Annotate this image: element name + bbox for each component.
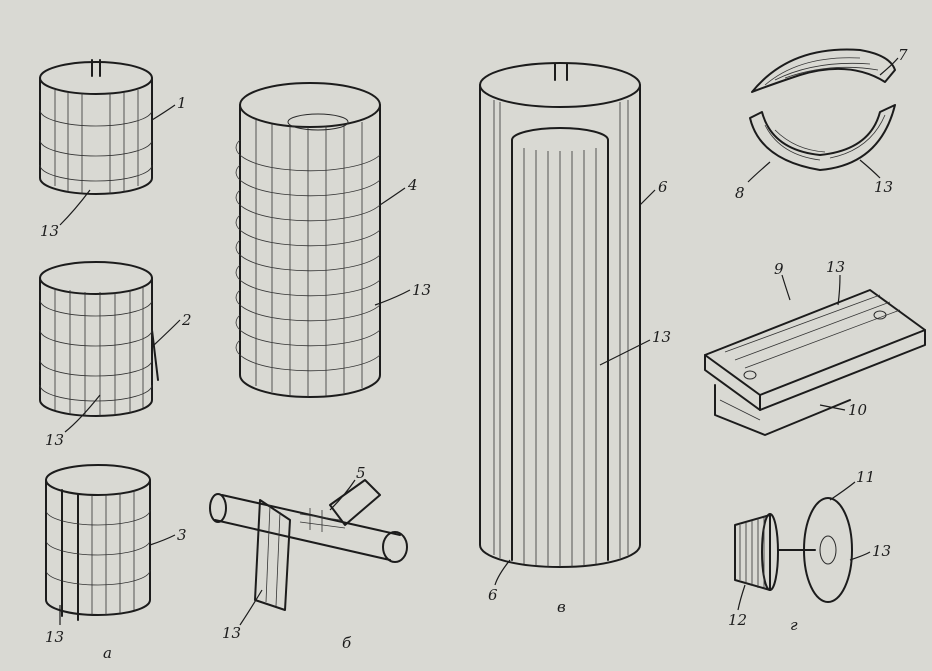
rod-with-tape xyxy=(209,479,408,611)
callout-2: 2 xyxy=(181,311,192,329)
callout-7: 7 xyxy=(898,46,908,64)
callout-10: 10 xyxy=(848,401,868,419)
cylinder-2 xyxy=(39,261,159,417)
callout-4: 4 xyxy=(407,176,418,194)
callout-13-a1: 13 xyxy=(40,222,59,240)
callout-3: 3 xyxy=(177,526,187,544)
leader-lines xyxy=(59,57,899,626)
plate-9-10 xyxy=(704,289,926,436)
callout-5: 5 xyxy=(356,464,366,482)
cylinder-3 xyxy=(45,464,151,621)
callout-labels: 1 13 2 13 3 13 4 13 5 13 6 13 6 7 8 13 9… xyxy=(40,46,908,646)
callout-13-g1: 13 xyxy=(874,178,893,196)
callout-6-bottom: 6 xyxy=(488,586,498,604)
burr-and-disk xyxy=(734,497,853,603)
callout-8: 8 xyxy=(735,184,745,202)
callout-13-a3: 13 xyxy=(45,628,64,646)
callout-9: 9 xyxy=(774,260,784,278)
callout-6-top: 6 xyxy=(658,178,668,196)
callout-1: 1 xyxy=(177,94,187,112)
half-shell-7 xyxy=(751,48,896,93)
panel-label-a: а xyxy=(103,644,112,662)
callout-12: 12 xyxy=(728,611,747,629)
spiral-wrapped-cylinder xyxy=(235,82,381,398)
callout-13-b1: 13 xyxy=(412,281,431,299)
callout-13-b2: 13 xyxy=(222,624,241,642)
cylinder-1 xyxy=(39,59,153,195)
panel-label-g: г xyxy=(790,616,798,634)
panel-labels: а б в г xyxy=(103,598,798,662)
half-shell-8 xyxy=(749,104,896,171)
panel-label-b: б xyxy=(342,634,352,652)
callout-13-g3: 13 xyxy=(872,542,891,560)
callout-13-g2: 13 xyxy=(826,258,845,276)
callout-11: 11 xyxy=(856,468,875,486)
tall-split-cylinder xyxy=(479,62,641,568)
callout-13-v: 13 xyxy=(652,328,671,346)
callout-13-a2: 13 xyxy=(45,431,64,449)
panel-label-v: в xyxy=(557,598,566,616)
